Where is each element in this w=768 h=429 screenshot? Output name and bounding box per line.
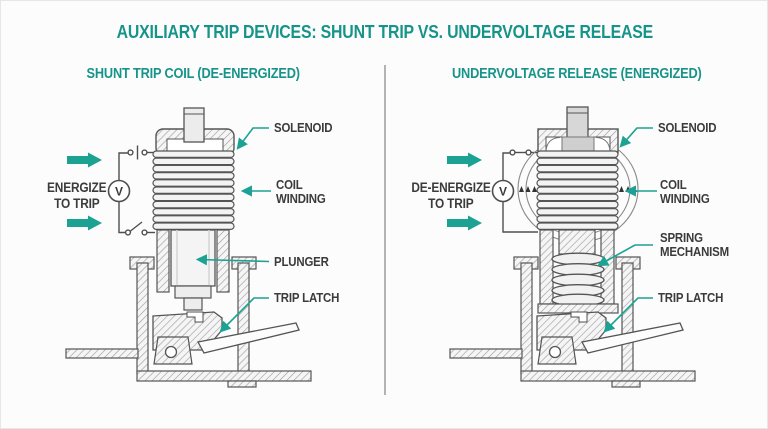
shunt-trip-subtitle: SHUNT TRIP COIL (DE-ENERGIZED) bbox=[1, 66, 385, 82]
trip-latch-label: TRIP LATCH bbox=[274, 291, 348, 305]
energize-line1: ENERGIZE bbox=[47, 180, 107, 195]
lever-arm bbox=[197, 322, 300, 354]
shunt-trip-drawing: V bbox=[65, 107, 312, 388]
flow-arrow-icon bbox=[447, 152, 482, 231]
page-title-text: AUXILIARY TRIP DEVICES: SHUNT TRIP VS. U… bbox=[116, 22, 654, 42]
plunger-label-text: PLUNGER bbox=[274, 254, 329, 269]
page-title: AUXILIARY TRIP DEVICES: SHUNT TRIP VS. U… bbox=[1, 22, 767, 43]
voltmeter-icon: V bbox=[491, 179, 515, 203]
shunt-circuit bbox=[118, 145, 158, 236]
spring-shape bbox=[551, 252, 605, 307]
trip-latch-shape bbox=[152, 311, 300, 365]
solenoid-label-text: SOLENOID bbox=[274, 120, 333, 135]
de-energize-to-trip-label: DE-ENERGIZE TO TRIP bbox=[389, 180, 513, 212]
pivot-pin bbox=[548, 345, 562, 359]
lever-arm bbox=[581, 322, 684, 354]
flow-arrow-icon bbox=[67, 152, 102, 231]
spring-label-line2: MECHANISM bbox=[660, 243, 729, 259]
voltmeter-symbol: V bbox=[115, 185, 123, 199]
undervoltage-subtitle-text: UNDERVOLTAGE RELEASE (ENERGIZED) bbox=[452, 66, 702, 82]
solenoid-label: SOLENOID bbox=[274, 121, 340, 135]
closed-switch-icon bbox=[509, 149, 516, 156]
panel-divider bbox=[384, 65, 386, 395]
trip-latch-label: TRIP LATCH bbox=[658, 291, 732, 305]
voltmeter-symbol: V bbox=[499, 185, 507, 199]
coil-label-line2: WINDING bbox=[276, 190, 326, 206]
undervoltage-panel: UNDERVOLTAGE RELEASE (ENERGIZED) bbox=[385, 1, 767, 428]
shunt-trip-panel: SHUNT TRIP COIL (DE-ENERGIZED) bbox=[1, 1, 385, 428]
open-switch-icon bbox=[124, 229, 132, 236]
spring-mechanism-label: SPRING MECHANISM bbox=[660, 231, 738, 258]
undervoltage-circuit bbox=[502, 149, 539, 233]
undervoltage-subtitle: UNDERVOLTAGE RELEASE (ENERGIZED) bbox=[385, 66, 767, 82]
housing-shape bbox=[449, 256, 696, 388]
coil-label-line1: COIL bbox=[276, 177, 303, 192]
energize-to-trip-label: ENERGIZE TO TRIP bbox=[27, 180, 127, 212]
undervoltage-device bbox=[449, 106, 696, 388]
plunger-stem bbox=[183, 107, 205, 143]
voltmeter-icon: V bbox=[107, 179, 131, 203]
de-energize-line1: DE-ENERGIZE bbox=[411, 180, 491, 195]
leader-lines bbox=[195, 127, 271, 333]
plunger-label: PLUNGER bbox=[274, 255, 336, 269]
leader-lines bbox=[597, 127, 657, 333]
coil-label-line2: WINDING bbox=[660, 190, 710, 206]
de-energize-line2: TO TRIP bbox=[428, 196, 474, 211]
undervoltage-drawing: V bbox=[447, 106, 696, 388]
shunt-trip-subtitle-text: SHUNT TRIP COIL (DE-ENERGIZED) bbox=[86, 66, 300, 82]
coil-winding-shape bbox=[152, 150, 235, 231]
trip-latch-shape bbox=[536, 311, 684, 365]
coil-winding-label: COIL WINDING bbox=[276, 178, 332, 205]
coil-label-line1: COIL bbox=[660, 177, 687, 192]
plunger-stem bbox=[566, 106, 589, 140]
solenoid-label-text: SOLENOID bbox=[658, 120, 717, 135]
trip-latch-label-text: TRIP LATCH bbox=[274, 290, 340, 305]
shunt-device bbox=[65, 107, 312, 388]
spring-label-line1: SPRING bbox=[660, 230, 703, 245]
pivot-pin bbox=[164, 345, 178, 359]
trip-latch-label-text: TRIP LATCH bbox=[658, 290, 724, 305]
coil-winding-shape bbox=[536, 150, 619, 231]
housing-shape bbox=[65, 256, 312, 388]
energize-line2: TO TRIP bbox=[54, 196, 100, 211]
coil-winding-label: COIL WINDING bbox=[660, 178, 716, 205]
solenoid-label: SOLENOID bbox=[658, 121, 724, 135]
plunger-shape bbox=[170, 229, 216, 311]
